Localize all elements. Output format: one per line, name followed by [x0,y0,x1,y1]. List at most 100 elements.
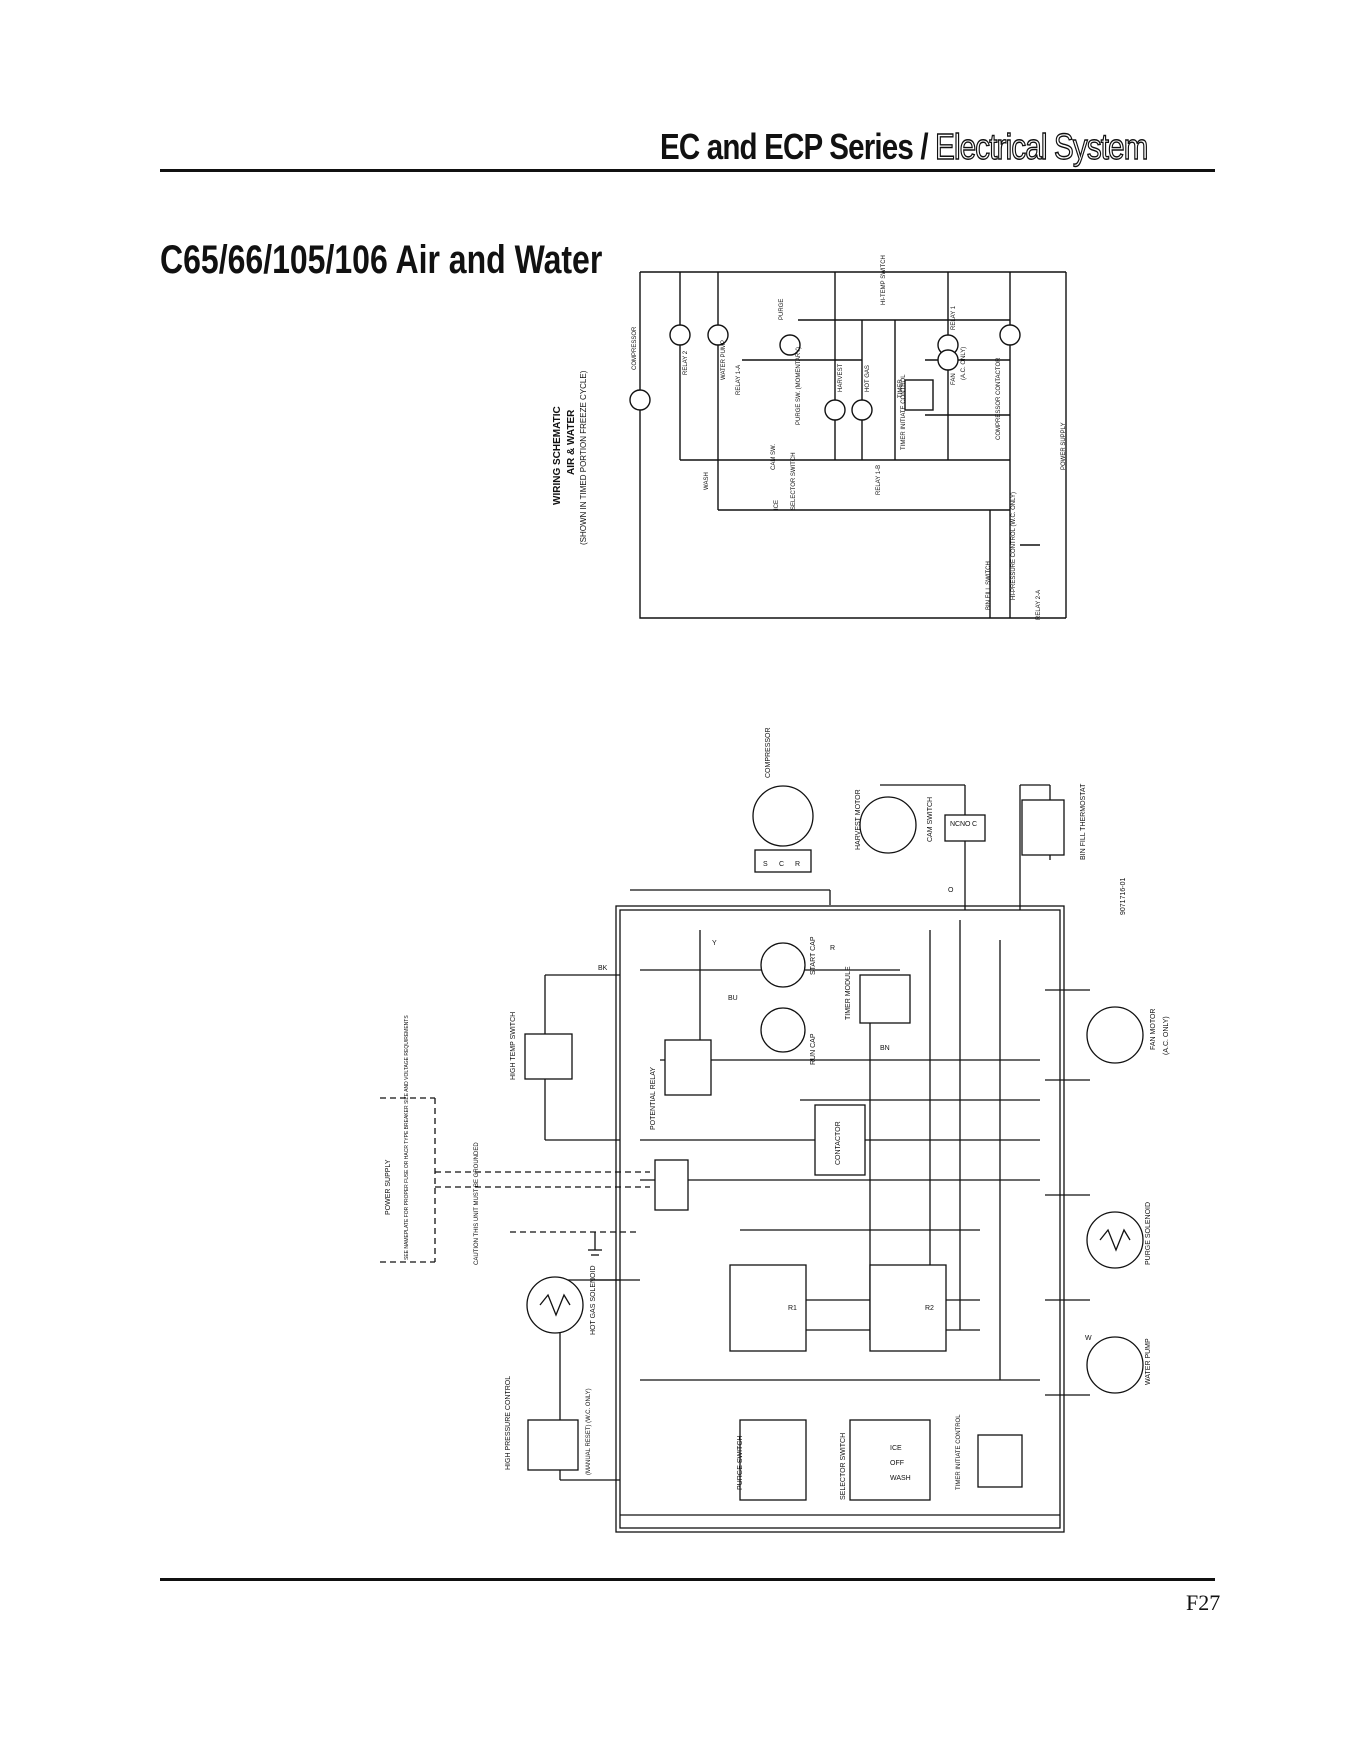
high-temp-switch-icon [524,1033,573,1080]
compressor-icon [752,785,814,847]
cam-switch-icon [944,814,986,842]
sch-relay1a-label: RELAY 1-A [736,365,742,395]
water-pump-icon [1086,1336,1144,1394]
sch-bin-fill-label: BIN FILL SWITCH [986,561,992,610]
control-box-inner [619,909,1061,1529]
run-cap-label: RUN CAP [810,1033,817,1065]
selector-switch-icon [849,1419,931,1501]
page-title: C65/66/105/106 Air and Water [160,238,603,282]
compressor-label: COMPRESSOR [765,727,772,778]
control-box-outer [615,905,1065,1533]
sch-fan-label: FAN [951,373,957,385]
sch-compressor-label: COMPRESSOR [632,326,638,370]
hot-gas-solenoid-label: HOT GAS SOLENOID [590,1266,597,1336]
purge-switch-icon [739,1419,807,1501]
relay1-coil-icon [937,334,959,356]
harvest-motor-icon [824,399,846,421]
contactor-icon [814,1104,866,1176]
purge-sol-icon [779,334,801,356]
sch-relay1-label: RELAY 1 [951,305,957,330]
header-title: EC and ECP Series / Electrical System [660,125,1149,168]
sch-cam-sw-label: CAM SW. [771,444,777,470]
sch-selector-label: SELECTOR SWITCH [791,452,797,510]
cam-no-label: NO [960,821,971,828]
selector-switch-label: SELECTOR SWITCH [840,1433,847,1500]
sch-heading: WIRING SCHEMATIC [552,406,563,505]
relay-r1-icon [729,1264,807,1352]
compressor-motor-icon [629,389,651,411]
sch-harvest-label: HARVEST [838,363,844,392]
sch-purge-sw-label: PURGE SW. (MOMENTARY) [796,347,802,425]
compressor-terminals [754,849,812,873]
hot-gas-sol-icon [851,399,873,421]
wire-bu-label: BU [728,995,738,1002]
timer-module-label: TIMER MODULE [845,966,852,1020]
high-pressure-control-icon [527,1419,579,1471]
page-number: F27 [1186,1590,1221,1615]
sch-wash-label: WASH [704,472,710,490]
compressor-c-label: C [779,861,784,868]
water-pump-motor-icon [707,324,729,346]
fan-motor-icon [1086,1006,1144,1064]
timer-box-icon [904,379,934,411]
bin-fill-thermostat-icon [1021,799,1065,856]
bin-fill-label: BIN FILL THERMOSTAT [1080,783,1087,860]
compressor-s-label: S [763,861,768,868]
wire-bn-label: BN [880,1045,890,1052]
sch-ac-only-label: (A.C. ONLY) [961,347,967,380]
sch-hot-gas-label: HOT GAS [865,365,871,392]
caution-note: CAUTION THIS UNIT MUST BE GROUNDED [474,1142,480,1265]
relay2-coil-icon [669,324,691,346]
high-temp-switch-label: HIGH TEMP SWITCH [510,1012,517,1080]
start-cap-icon [760,942,806,988]
sch-timer-initiate-label: TIMER INITIATE CONTROL [901,374,907,450]
cam-switch-label: CAM SWITCH [927,797,934,842]
sch-timer-label: TIMER [898,379,904,398]
sch-contactor-label: COMPRESSOR CONTACTOR [996,357,1002,440]
harvest-motor-label: HARVEST MOTOR [855,789,862,850]
sch-purge-label: PURGE [779,299,785,320]
nameplate-note: SEE NAMEPLATE FOR PROPER FUSE OR HACR TY… [404,1015,410,1260]
high-pressure-label: HIGH PRESSURE CONTROL [505,1376,512,1470]
contactor-coil-icon [999,324,1021,346]
run-cap-icon [760,1007,806,1053]
harvest-motor-icon [859,796,917,854]
potential-relay-icon [664,1039,712,1096]
potential-relay-label: POTENTIAL RELAY [650,1067,657,1130]
compressor-r-label: R [795,861,800,868]
purge-switch-label: PURGE SWITCH [737,1436,744,1490]
manual-reset-label: (MANUAL RESET) (W.C. ONLY) [586,1388,592,1475]
terminal-block-icon [654,1159,689,1211]
drawing-number: 9071716-01 [1120,878,1127,915]
timer-initiate-control-icon [977,1434,1023,1488]
fan-motor-icon [937,349,959,371]
wire-y-label: Y [712,940,717,947]
wire-w-label: W [1085,1335,1092,1342]
start-cap-label: START CAP [810,936,817,975]
r1-label: R1 [788,1305,797,1312]
contactor-label: CONTACTOR [835,1121,842,1165]
sch-subheading: AIR & WATER [566,409,577,475]
purge-solenoid-label: PURGE SOLENOID [1145,1202,1152,1265]
power-supply-label: POWER SUPPLY [385,1159,392,1215]
wire-r-label: R [830,945,835,952]
purge-coil-icon [1099,1228,1131,1252]
header-series: EC and ECP Series / [660,126,936,167]
sch-hi-pressure-label: HI-PRESSURE CONTROL (W.C. ONLY) [1011,492,1017,600]
relay-r2-icon [869,1264,947,1352]
sch-relay2a-label: RELAY 2-A [1036,590,1042,620]
sch-power-supply-label: POWER SUPPLY [1061,422,1067,470]
selector-wash-label: WASH [890,1475,911,1482]
selector-ice-label: ICE [890,1445,902,1452]
sch-water-pump-label: WATER PUMP [721,340,727,380]
sch-relay1b-label: RELAY 1-B [876,465,882,495]
sch-note: (SHOWN IN TIMED PORTION FREEZE CYCLE) [579,370,588,545]
purge-solenoid-icon [1086,1211,1144,1269]
sch-ice-label: ICE [774,500,780,510]
timer-module-icon [859,974,911,1024]
cam-nc-label: NC [950,821,960,828]
selector-off-label: OFF [890,1460,904,1467]
header-section: Electrical System [935,125,1149,167]
wire-o-label: O [948,887,954,894]
sch-hi-temp-label: HI-TEMP SWITCH [881,255,887,305]
